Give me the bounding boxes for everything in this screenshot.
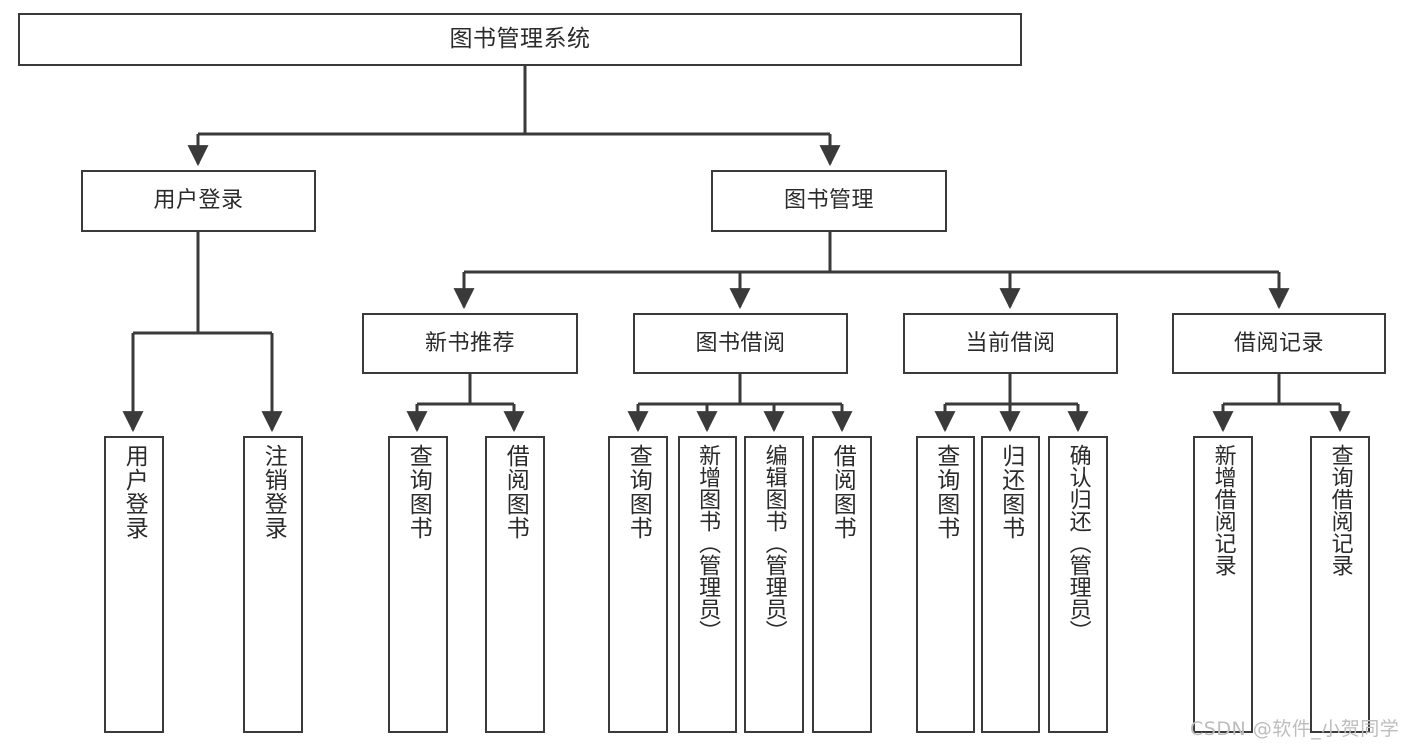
node-book-borrow[interactable]: 图书借阅 bbox=[633, 313, 848, 374]
node-leaf-add-record-label: 新增借阅记录 bbox=[1210, 444, 1236, 576]
node-user-login[interactable]: 用户登录 bbox=[81, 170, 316, 232]
node-leaf-query-book-2-label: 查询图书 bbox=[625, 444, 652, 540]
node-leaf-confirm-return-label: 确认归还（管理员） bbox=[1065, 444, 1091, 642]
node-leaf-edit-book-label: 编辑图书（管理员） bbox=[761, 444, 787, 642]
node-leaf-confirm-return[interactable]: 确认归还（管理员） bbox=[1048, 436, 1108, 733]
node-new-book-recommend-label: 新书推荐 bbox=[424, 330, 515, 356]
node-borrow-record-label: 借阅记录 bbox=[1233, 330, 1324, 356]
node-new-book-recommend[interactable]: 新书推荐 bbox=[362, 313, 578, 374]
node-leaf-user-login[interactable]: 用户登录 bbox=[104, 436, 164, 733]
node-leaf-query-book-1-label: 查询图书 bbox=[405, 444, 432, 540]
node-leaf-add-book-label: 新增图书（管理员） bbox=[695, 444, 721, 642]
node-book-manage[interactable]: 图书管理 bbox=[711, 170, 947, 232]
node-current-borrow[interactable]: 当前借阅 bbox=[903, 313, 1118, 374]
node-root-label: 图书管理系统 bbox=[449, 25, 591, 52]
node-leaf-borrow-book-1-label: 借阅图书 bbox=[502, 444, 529, 540]
node-leaf-add-book[interactable]: 新增图书（管理员） bbox=[678, 436, 737, 733]
node-book-borrow-label: 图书借阅 bbox=[695, 330, 786, 356]
node-leaf-return-book[interactable]: 归还图书 bbox=[981, 436, 1040, 733]
node-leaf-add-record[interactable]: 新增借阅记录 bbox=[1193, 436, 1253, 733]
node-leaf-borrow-book-2-label: 借阅图书 bbox=[829, 444, 856, 540]
node-leaf-borrow-book-1[interactable]: 借阅图书 bbox=[485, 436, 545, 733]
node-leaf-logout[interactable]: 注销登录 bbox=[243, 436, 303, 733]
node-current-borrow-label: 当前借阅 bbox=[965, 330, 1056, 356]
node-leaf-query-book-1[interactable]: 查询图书 bbox=[388, 436, 448, 733]
node-leaf-user-login-label: 用户登录 bbox=[121, 444, 148, 540]
csdn-watermark: CSDN @软件_小贺同学 bbox=[1190, 718, 1400, 740]
node-leaf-query-book-3[interactable]: 查询图书 bbox=[916, 436, 975, 733]
node-borrow-record[interactable]: 借阅记录 bbox=[1172, 313, 1386, 374]
node-leaf-borrow-book-2[interactable]: 借阅图书 bbox=[812, 436, 872, 733]
node-leaf-logout-label: 注销登录 bbox=[260, 444, 287, 540]
node-book-manage-label: 图书管理 bbox=[783, 188, 874, 214]
node-leaf-return-book-label: 归还图书 bbox=[997, 444, 1024, 540]
node-leaf-query-record[interactable]: 查询借阅记录 bbox=[1310, 436, 1370, 733]
node-leaf-query-book-2[interactable]: 查询图书 bbox=[608, 436, 668, 733]
node-leaf-edit-book[interactable]: 编辑图书（管理员） bbox=[744, 436, 804, 733]
node-root[interactable]: 图书管理系统 bbox=[18, 13, 1022, 66]
node-leaf-query-book-3-label: 查询图书 bbox=[932, 444, 959, 540]
node-user-login-label: 用户登录 bbox=[153, 188, 244, 214]
node-leaf-query-record-label: 查询借阅记录 bbox=[1327, 444, 1353, 576]
